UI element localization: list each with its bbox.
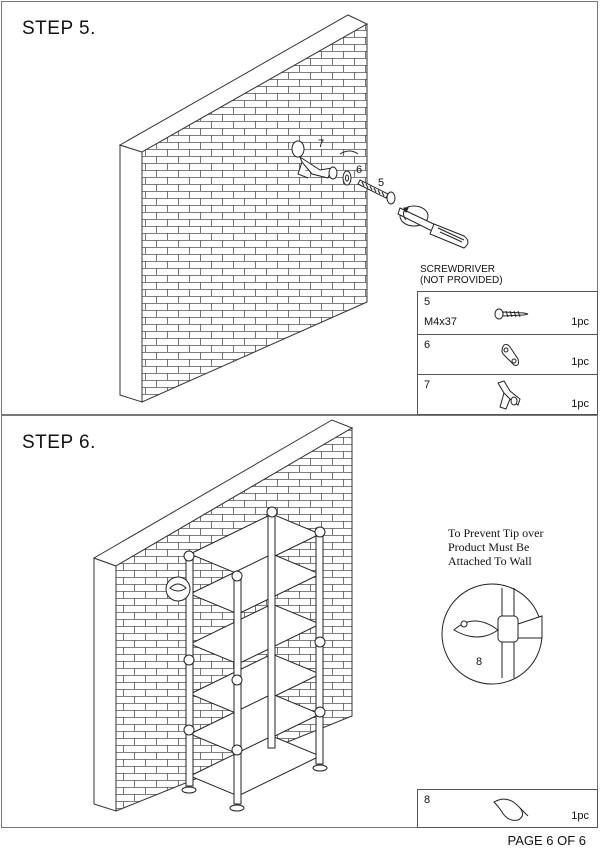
part-row-8: 8 1pc [418,790,597,828]
page-number: PAGE 6 OF 6 [507,833,586,848]
brick-wall [118,14,369,403]
brick-wall [92,419,354,812]
attachment-point-marker [165,576,191,602]
warning-line-2: Product Must Be [448,540,530,554]
part-row-7: 7 1pc [418,375,597,416]
screwdriver-note: (NOT PROVIDED) [420,275,503,286]
callout-8: 8 [476,656,483,668]
step-5-illustration [118,14,469,403]
screw-icon [494,308,529,320]
screwdriver-label: SCREWDRIVER (NOT PROVIDED) [420,264,503,286]
screwdriver-title: SCREWDRIVER [420,264,496,275]
part-quantity: 1pc [571,810,589,822]
step-6-illustration [92,419,543,812]
part-number: 6 [424,339,431,351]
step-5-title: STEP 5. [22,18,96,39]
part-row-6: 6 1pc [418,335,597,375]
part-number: 5 [424,296,431,308]
warning-line-1: To Prevent Tip over [448,526,544,540]
part-number: 7 [424,379,431,391]
wall-anchor [291,140,338,180]
callout-5: 5 [378,177,385,189]
screw [357,179,396,205]
shelving-unit [181,506,328,812]
callout-7: 7 [318,138,325,150]
part-quantity: 1pc [571,398,589,410]
tip-over-warning: To Prevent Tip over Product Must Be Atta… [448,526,544,568]
screwdriver [397,205,469,249]
step-6-title: STEP 6. [22,432,96,453]
warning-line-3: Attached To Wall [448,554,532,568]
step-5-parts-list: 5 M4x37 1pc 6 1pc 7 1pc [417,291,598,415]
step-6-parts-list: 8 1pc [417,789,598,828]
part-size: M4x37 [424,316,458,328]
part-number: 8 [424,794,431,806]
wall-anchor-icon [497,380,521,410]
bracket-icon [501,343,519,366]
step-6-panel: STEP 6. [1,415,598,828]
strap-icon [493,798,529,821]
detail-magnified-view [441,583,543,685]
step-5-panel: STEP 5. [1,1,598,415]
part-quantity: 1pc [571,356,589,368]
direction-arrow [339,150,359,155]
callout-6: 6 [356,164,363,176]
part-quantity: 1pc [571,316,589,328]
bracket [342,170,352,186]
part-row-5: 5 M4x37 1pc [418,292,597,335]
